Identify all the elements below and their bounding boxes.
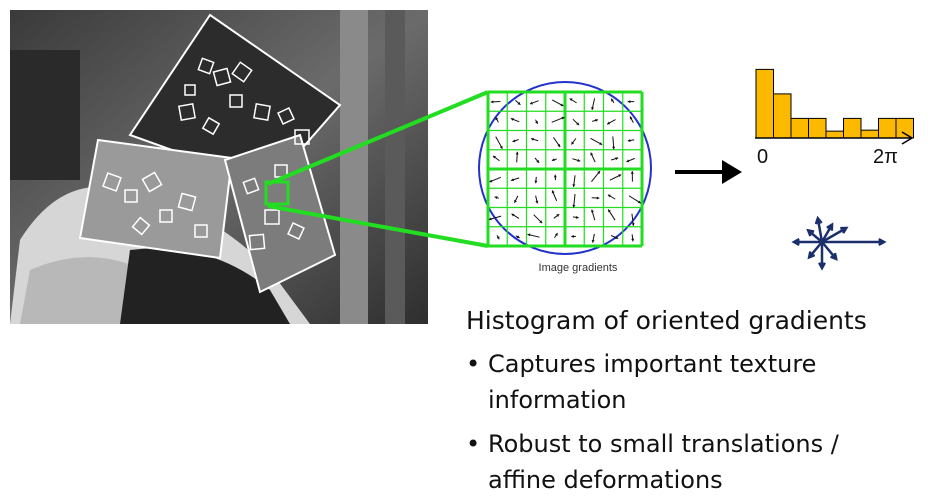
- gradient-arrowhead: [631, 171, 634, 174]
- histogram-bar: [879, 118, 897, 138]
- slide-heading: Histogram of oriented gradients: [466, 306, 867, 335]
- histogram-bar: [896, 118, 914, 138]
- orientation-arrow: [822, 242, 836, 259]
- histogram-bar: [809, 118, 827, 138]
- bullet-line: Robust to small translations /: [488, 430, 839, 458]
- histogram-start-label: 0: [757, 146, 768, 169]
- histogram-bar: [756, 69, 774, 138]
- gradient-arrowhead: [491, 100, 494, 103]
- gradient-arrowhead: [612, 147, 615, 150]
- orientation-arrows-icon: [794, 218, 884, 268]
- histogram-bar: [826, 131, 844, 138]
- gradient-arrowhead: [632, 223, 635, 226]
- bullet-item: •Robust to small translations / affine d…: [466, 426, 926, 498]
- grid-caption: Image gradients: [498, 262, 658, 274]
- bullet-dot: •: [466, 346, 488, 382]
- bullet-line-continued: affine deformations: [466, 462, 926, 498]
- transform-arrow: [675, 160, 742, 184]
- zoom-line-bottom: [268, 206, 488, 246]
- histogram-bar: [844, 118, 862, 138]
- orientation-arrow: [809, 242, 822, 257]
- bullet-line: Captures important texture: [488, 350, 816, 378]
- gradient-arrowhead: [597, 196, 600, 199]
- orientation-histogram: [756, 69, 914, 138]
- gradient-arrowhead: [534, 181, 537, 184]
- histogram-bar: [774, 94, 792, 138]
- gradient-arrowhead: [628, 100, 631, 103]
- histogram-bar: [791, 118, 809, 138]
- gradient-arrowhead: [631, 239, 634, 242]
- bullet-dot: •: [466, 426, 488, 462]
- zoom-line-top: [268, 92, 488, 184]
- bullet-line-continued: information: [466, 382, 926, 418]
- bullet-item: •Captures important texture information: [466, 346, 926, 418]
- histogram-bar: [861, 130, 879, 138]
- gradient-arrowhead: [554, 175, 557, 178]
- gradient-arrowhead: [516, 152, 519, 155]
- gradient-grid: [488, 92, 642, 246]
- gradient-arrowhead: [571, 235, 574, 238]
- histogram-end-label: 2π: [873, 146, 898, 169]
